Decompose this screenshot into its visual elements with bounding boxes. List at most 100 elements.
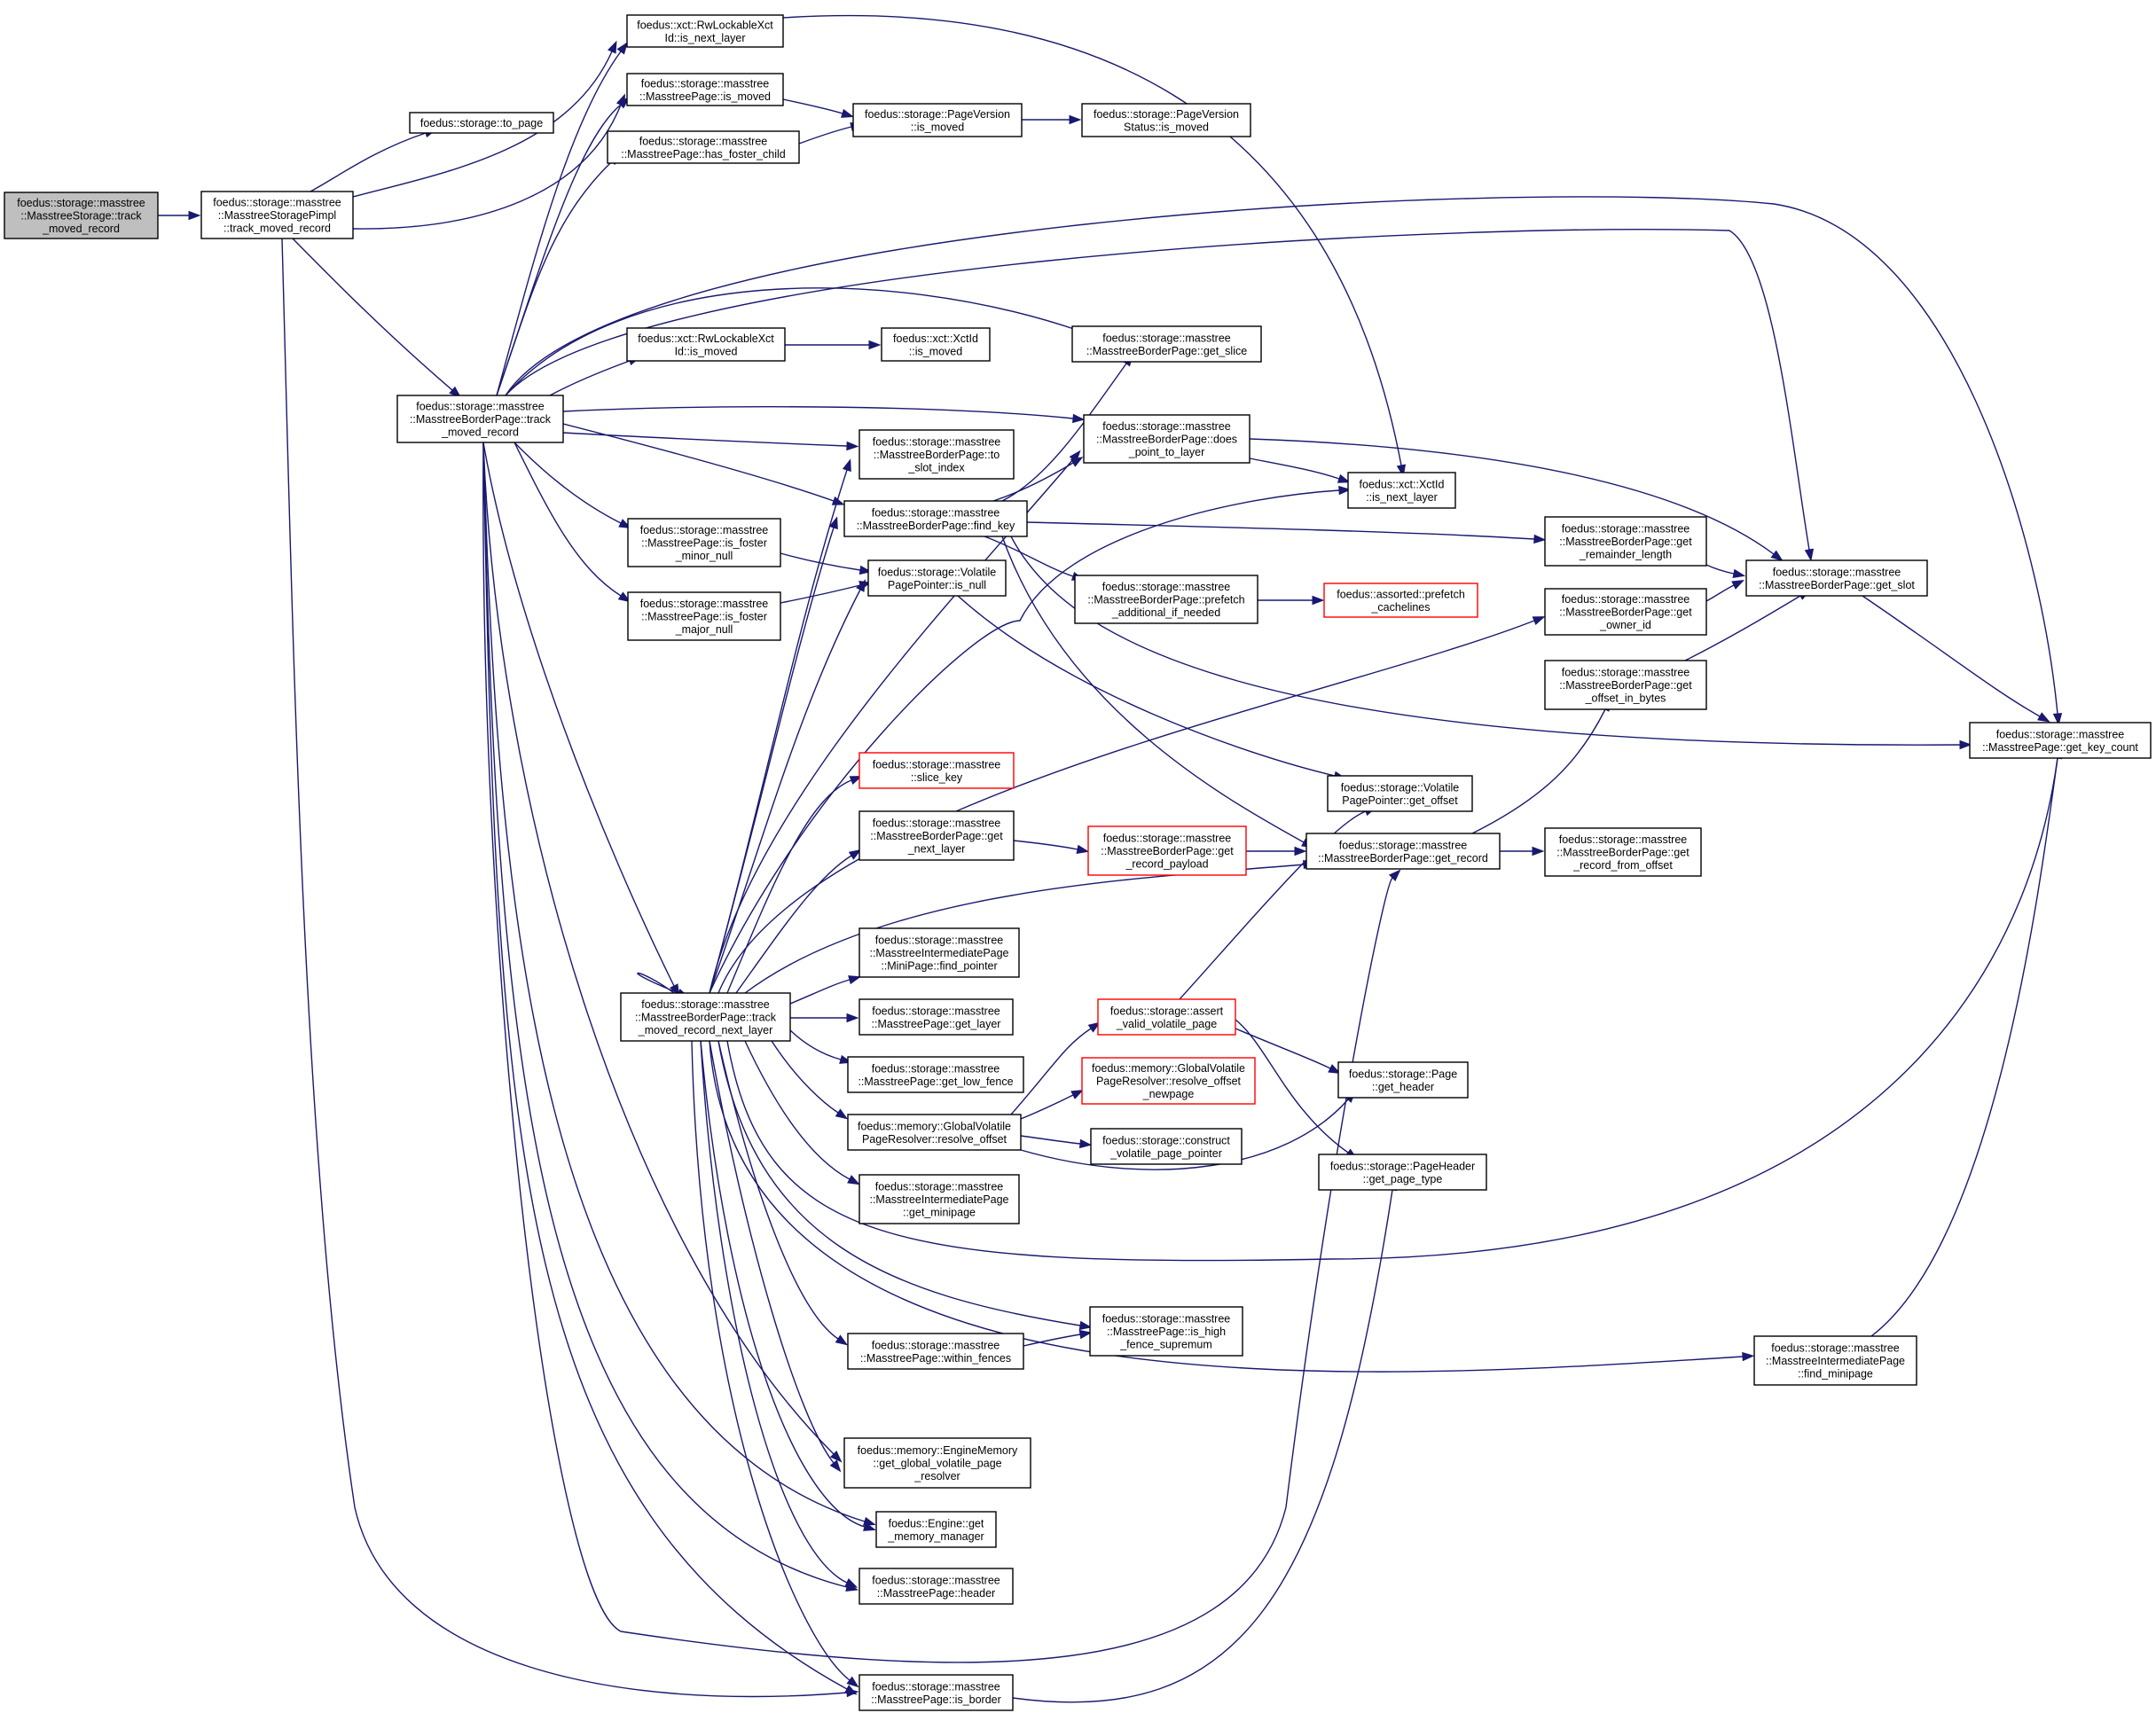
node-root[interactable]: foedus::storage::masstree::MasstreeStora… [4,192,159,239]
edge-tracknext-to-ownerid [717,616,1546,994]
node-box [1753,1335,1917,1386]
edge-line [352,104,622,230]
node-highfence[interactable]: foedus::storage::masstree::MasstreePage:… [1089,1306,1243,1357]
arrowhead [844,1578,858,1588]
node-vpp-isnull[interactable]: foedus::storage::VolatilePagePointer::is… [867,559,1007,597]
node-label-line: PageResolver::resolve_offset [1096,1076,1242,1088]
edge-line [562,406,1074,419]
node-keycount[interactable]: foedus::storage::masstree::MasstreePage:… [1969,722,2152,759]
node-mp-foster[interactable]: foedus::storage::masstree::MasstreePage:… [607,130,800,164]
node-findkey[interactable]: foedus::storage::masstree::MasstreeBorde… [843,500,1028,537]
edge-line [514,442,622,524]
edge-line [957,595,1336,777]
node-cachelines[interactable]: foedus::assorted::prefetch_cachelines [1323,583,1478,618]
node-getslice[interactable]: foedus::storage::masstree::MasstreeBorde… [1071,325,1262,363]
node-label-line: ::MasstreeBorderPage::prefetch [1087,594,1244,606]
node-box [1323,583,1478,618]
node-bp-track[interactable]: foedus::storage::masstree::MasstreeBorde… [396,395,564,443]
edge-line [637,972,679,994]
edge-line [562,423,835,502]
node-fosterminor[interactable]: foedus::storage::masstree::MasstreePage:… [627,518,781,567]
node-offsetbytes[interactable]: foedus::storage::masstree::MasstreeBorde… [1544,660,1707,710]
node-getslot[interactable]: foedus::storage::masstree::MasstreeBorde… [1745,559,1928,597]
edge-line [1020,1094,1074,1120]
node-getminipage[interactable]: foedus::storage::masstree::MasstreeInter… [858,1174,1020,1224]
node-pageheader[interactable]: foedus::storage::Page::get_header [1337,1061,1469,1099]
arrowhead [1087,1021,1102,1033]
edge-tracknext-to-memmgr [700,1040,876,1531]
node-label-line: foedus::memory::EngineMemory [858,1444,1018,1457]
node-label-line: ::MasstreeBorderPage::track [410,413,552,426]
node-doespoint[interactable]: foedus::storage::masstree::MasstreeBorde… [1083,414,1250,464]
node-getrecord[interactable]: foedus::storage::masstree::MasstreeBorde… [1305,833,1501,870]
node-pimpl[interactable]: foedus::storage::masstree::MasstreeStora… [200,191,354,239]
node-lowfence[interactable]: foedus::storage::masstree::MasstreePage:… [847,1056,1024,1093]
node-label-line: foedus::storage::construct [1102,1134,1230,1146]
node-label-line: foedus::storage::masstree [1562,667,1690,679]
node-memmgr[interactable]: foedus::Engine::get_memory_manager [875,1511,997,1548]
node-toslot[interactable]: foedus::storage::masstree::MasstreeBorde… [858,429,1015,480]
node-label-line: _newpage [1142,1088,1195,1100]
edge-line [717,1040,1081,1326]
node-label-line: ::MasstreeBorderPage::to [874,449,1000,461]
node-box [847,1056,1024,1093]
node-label-line: Id::is_next_layer [664,32,745,44]
edge-line [1705,584,1735,602]
node-box [1347,472,1456,509]
edge-bp_track-to-findkey [562,423,845,505]
node-payload[interactable]: foedus::storage::masstree::MasstreeBorde… [1087,825,1247,876]
node-slicekey[interactable]: foedus::storage::masstree::slice_key [858,752,1015,789]
arrowhead [616,42,628,55]
node-ownerid[interactable]: foedus::storage::masstree::MasstreeBorde… [1544,588,1707,636]
node-fostermajor[interactable]: foedus::storage::masstree::MasstreePage:… [627,591,781,641]
node-box [1074,575,1258,624]
node-findpointer[interactable]: foedus::storage::masstree::MasstreeInter… [858,927,1020,978]
node-xid-ismoved[interactable]: foedus::xct::XctId::is_moved [881,327,991,362]
node-remainder[interactable]: foedus::storage::masstree::MasstreeBorde… [1544,516,1707,567]
node-mp-ismoved[interactable]: foedus::storage::masstree::MasstreePage:… [626,73,784,106]
node-pv-ismoved[interactable]: foedus::storage::PageVersion::is_moved [852,103,1023,137]
node-nextlayer[interactable]: foedus::storage::masstree::MasstreeBorde… [858,810,1015,861]
node-vpp-offset[interactable]: foedus::storage::VolatilePagePointer::ge… [1327,775,1473,812]
arrowhead [1071,413,1086,424]
node-withinfences[interactable]: foedus::storage::masstree::MasstreePage:… [847,1333,1024,1370]
node-tracknext[interactable]: foedus::storage::masstree::MasstreeBorde… [620,992,791,1042]
node-construct[interactable]: foedus::storage::construct_volatile_page… [1090,1128,1243,1165]
node-label-line: _offset_in_bytes [1585,692,1666,705]
node-label-line: foedus::storage::masstree [1559,833,1688,846]
node-assert[interactable]: foedus::storage::assert_valid_volatile_p… [1097,998,1236,1036]
node-getlayer[interactable]: foedus::storage::masstree::MasstreePage:… [858,998,1014,1036]
node-isborder[interactable]: foedus::storage::masstree::MasstreePage:… [858,1674,1014,1711]
edge-root-to-pimpl [154,210,201,221]
node-prefetch[interactable]: foedus::storage::masstree::MasstreeBorde… [1074,575,1258,624]
node-label-line: foedus::storage::to_page [420,117,543,129]
edge-resolve-to-resolvenew [1020,1089,1085,1120]
arrowhead [848,849,862,860]
node-recfromoff[interactable]: foedus::storage::masstree::MasstreeBorde… [1544,827,1702,877]
node-label-line: foedus::storage::masstree [873,436,1001,449]
arrowhead [1076,844,1090,855]
node-label-line: ::is_next_layer [1366,491,1438,504]
node-rw-nextlayer[interactable]: foedus::xct::RwLockableXctId::is_next_la… [626,14,784,48]
edge-bp_track-to-getslot [505,229,1815,562]
edge-mp_ismoved-to-pv_ismoved [782,98,854,118]
edge-line [798,126,852,145]
node-gvpr[interactable]: foedus::memory::EngineMemory::get_global… [843,1437,1031,1489]
node-label-line: ::MasstreePage::is_foster [641,611,767,623]
node-xid-nextlayer[interactable]: foedus::xct::XctId::is_next_layer [1347,472,1456,509]
node-resolvenew[interactable]: foedus::memory::GlobalVolatilePageResolv… [1081,1057,1256,1105]
edge-pv_ismoved-to-pvs_ismoved [1022,114,1082,125]
node-pagetype[interactable]: foedus::storage::PageHeader::get_page_ty… [1318,1154,1487,1191]
node-label-line: foedus::storage::Page [1349,1068,1457,1080]
node-findminipage[interactable]: foedus::storage::masstree::MasstreeInter… [1753,1335,1917,1386]
node-header[interactable]: foedus::storage::masstree::MasstreePage:… [858,1568,1014,1605]
node-box [1544,827,1702,877]
node-label-line: ::MasstreePage::is_border [871,1693,1001,1706]
node-label-line: ::slice_key [911,771,963,784]
node-pvs-ismoved[interactable]: foedus::storage::PageVersionStatus::is_m… [1081,103,1251,137]
node-topage[interactable]: foedus::storage::to_page [409,112,554,134]
arrowhead [1069,450,1081,463]
node-label-line: foedus::storage::masstree [640,598,769,610]
node-resolve[interactable]: foedus::memory::GlobalVolatilePageResolv… [847,1114,1022,1151]
